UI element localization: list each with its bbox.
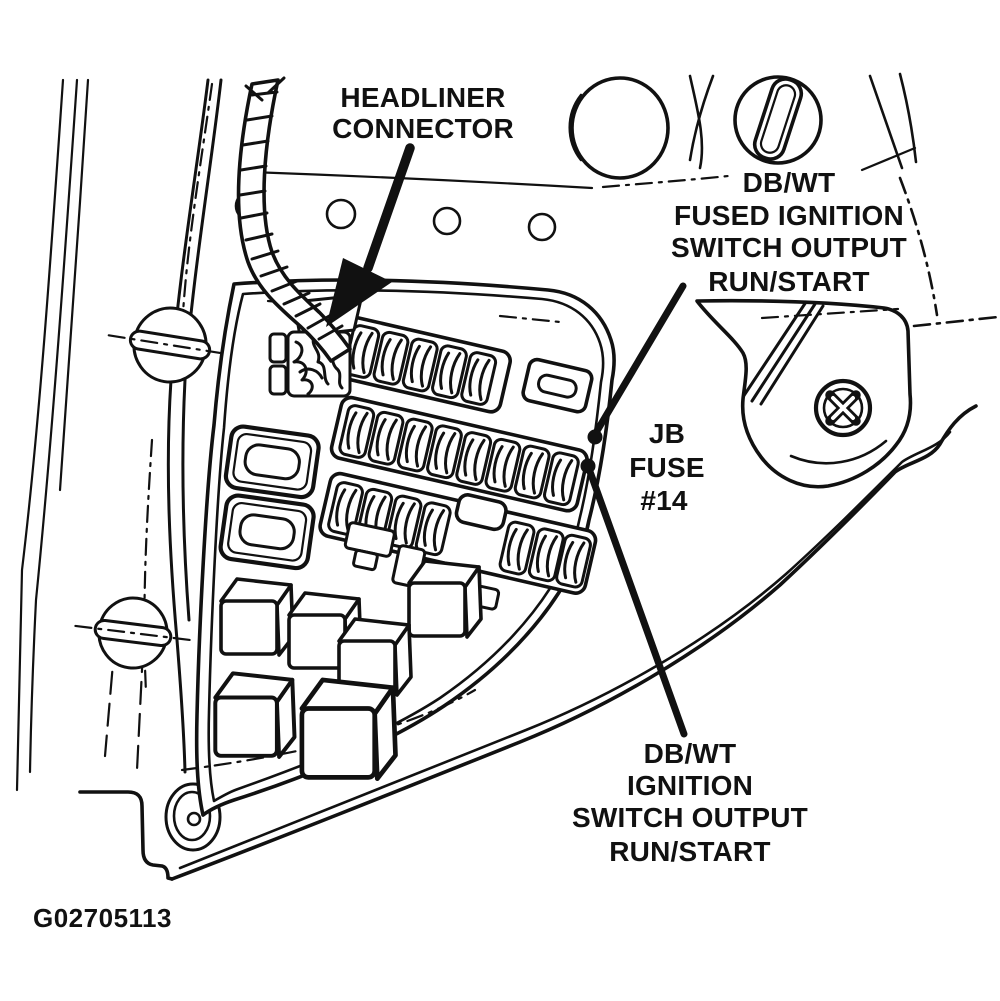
bracket-strap	[741, 300, 825, 406]
fuse-row-3	[318, 471, 598, 595]
label-fused-ign-line3: SWITCH OUTPUT	[671, 232, 907, 263]
fuse-row-2	[329, 395, 589, 513]
label-fused-ign-line1: DB/WT	[743, 167, 836, 198]
headliner-arrow-head	[326, 258, 392, 327]
oval-hole	[570, 76, 670, 180]
label-ign-out-line3: SWITCH OUTPUT	[572, 802, 808, 833]
labels: HEADLINER CONNECTOR DB/WT FUSED IGNITION…	[33, 82, 907, 933]
label-fused-ign-line2: FUSED IGNITION	[674, 200, 904, 231]
fuse14-dot-upper	[587, 429, 603, 445]
label-ign-out-line1: DB/WT	[644, 738, 737, 769]
relay	[302, 680, 396, 779]
connector-slot-upper	[223, 424, 321, 500]
label-jb-line2: FUSE	[629, 452, 704, 483]
relay	[407, 559, 483, 639]
mounting-bracket	[695, 298, 1000, 489]
door-area	[568, 72, 939, 317]
wire-conduit	[236, 76, 352, 363]
label-fused-ign-line4: RUN/START	[708, 266, 870, 297]
label-headliner-line2: CONNECTOR	[332, 113, 514, 144]
fuse14-leader-upper	[590, 282, 687, 440]
label-jb-line3: #14	[640, 485, 688, 516]
junction-block-contents	[213, 293, 598, 779]
fuse14-leader-lower	[584, 462, 688, 738]
conduit-ribs	[238, 90, 344, 341]
relay	[213, 671, 297, 759]
label-ign-out-line2: IGNITION	[627, 770, 753, 801]
panel-hole	[527, 212, 557, 242]
slotted-screw-lower	[74, 596, 192, 670]
callouts	[326, 143, 688, 738]
slotted-screw-upper	[107, 306, 233, 384]
label-ign-out-line4: RUN/START	[609, 836, 771, 867]
phillips-screw	[813, 378, 873, 438]
connector-slot-lower	[218, 493, 316, 571]
figure-code: G02705113	[33, 903, 172, 933]
fuse-row-1-blank	[521, 357, 594, 414]
door-lock-knob	[733, 75, 823, 165]
panel-hole	[325, 198, 357, 230]
label-jb-line1: JB	[649, 418, 685, 449]
label-headliner-line1: HEADLINER	[340, 82, 505, 113]
panel-hole	[432, 206, 462, 236]
headliner-arrow-shaft	[363, 143, 415, 273]
relay	[219, 577, 295, 657]
